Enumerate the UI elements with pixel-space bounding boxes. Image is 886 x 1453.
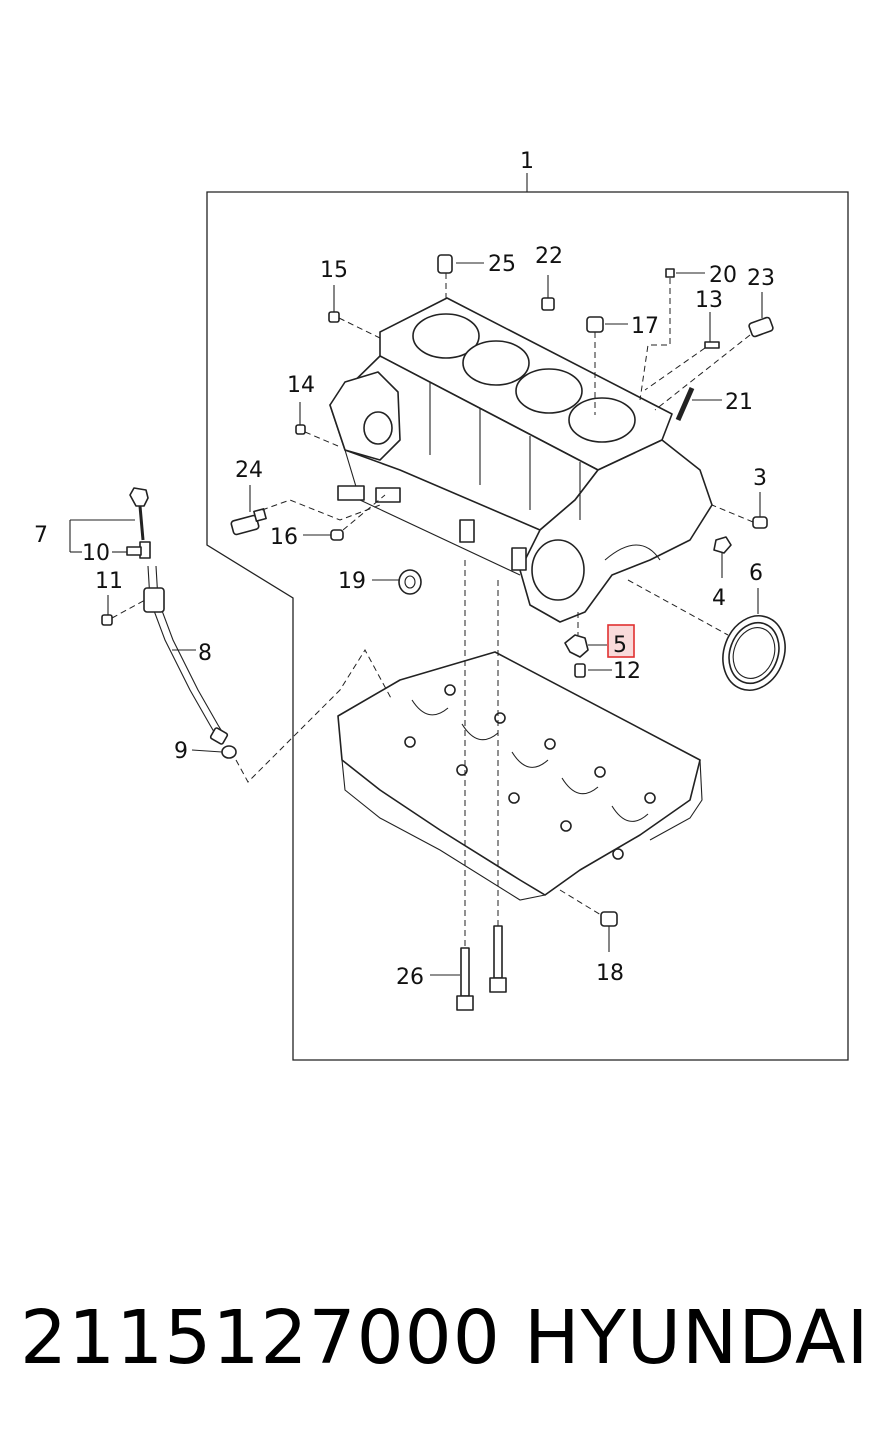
callout-12: 12 [613,659,641,684]
callout-4: 4 [712,586,726,611]
pin-20 [665,268,675,278]
nut-4 [713,536,732,554]
plug-22 [541,297,555,311]
callout-9: 9 [174,739,188,764]
plug-16 [330,529,344,541]
part-number: 2115127000 [20,1295,501,1381]
bolt-11 [101,614,113,626]
sensor-24 [230,508,267,536]
bolt-12 [574,663,586,678]
seal-19 [398,569,422,595]
tube-21 [675,386,695,422]
cylinder-block-lower [337,651,703,901]
dowel-18 [600,911,618,927]
callout-26: 26 [396,965,424,990]
brand-name: HYUNDAI [524,1295,870,1381]
callout-13: 13 [695,288,723,313]
callout-21: 21 [725,390,753,415]
dipstick-assembly [126,487,237,759]
callout-20: 20 [709,263,737,288]
highlight-box [607,624,635,658]
callout-6: 6 [749,561,763,586]
callout-11: 11 [95,569,123,594]
callout-7: 7 [34,523,48,548]
callout-19: 19 [338,569,366,594]
sleeve-17 [586,316,604,333]
footer: 2115127000 HYUNDAI [0,1295,886,1395]
callout-5: 5 [613,633,627,658]
callout-17: 17 [631,314,659,339]
callout-23: 23 [747,266,775,291]
bolt-14 [295,424,306,435]
dowel-3 [752,516,768,529]
callout-24: 24 [235,458,263,483]
dowel-pin-25 [437,254,453,274]
callout-14: 14 [287,373,315,398]
callout-15: 15 [320,258,348,283]
pin-13 [704,341,720,349]
callout-16: 16 [270,525,298,550]
callout-8: 8 [198,641,212,666]
callout-3: 3 [753,466,767,491]
plug-23 [748,316,774,338]
rear-oil-seal-6 [722,615,786,691]
cylinder-block-upper [329,297,713,623]
assembly-frame [206,191,849,1061]
callout-25: 25 [488,252,516,277]
callout-10: 10 [82,541,110,566]
oil-jet-5 [564,634,589,658]
callout-22: 22 [535,244,563,269]
callout-18: 18 [596,961,624,986]
bolt-15 [328,311,340,323]
callout-1: 1 [520,149,534,174]
main-bearing-bolts-26 [456,925,507,1011]
